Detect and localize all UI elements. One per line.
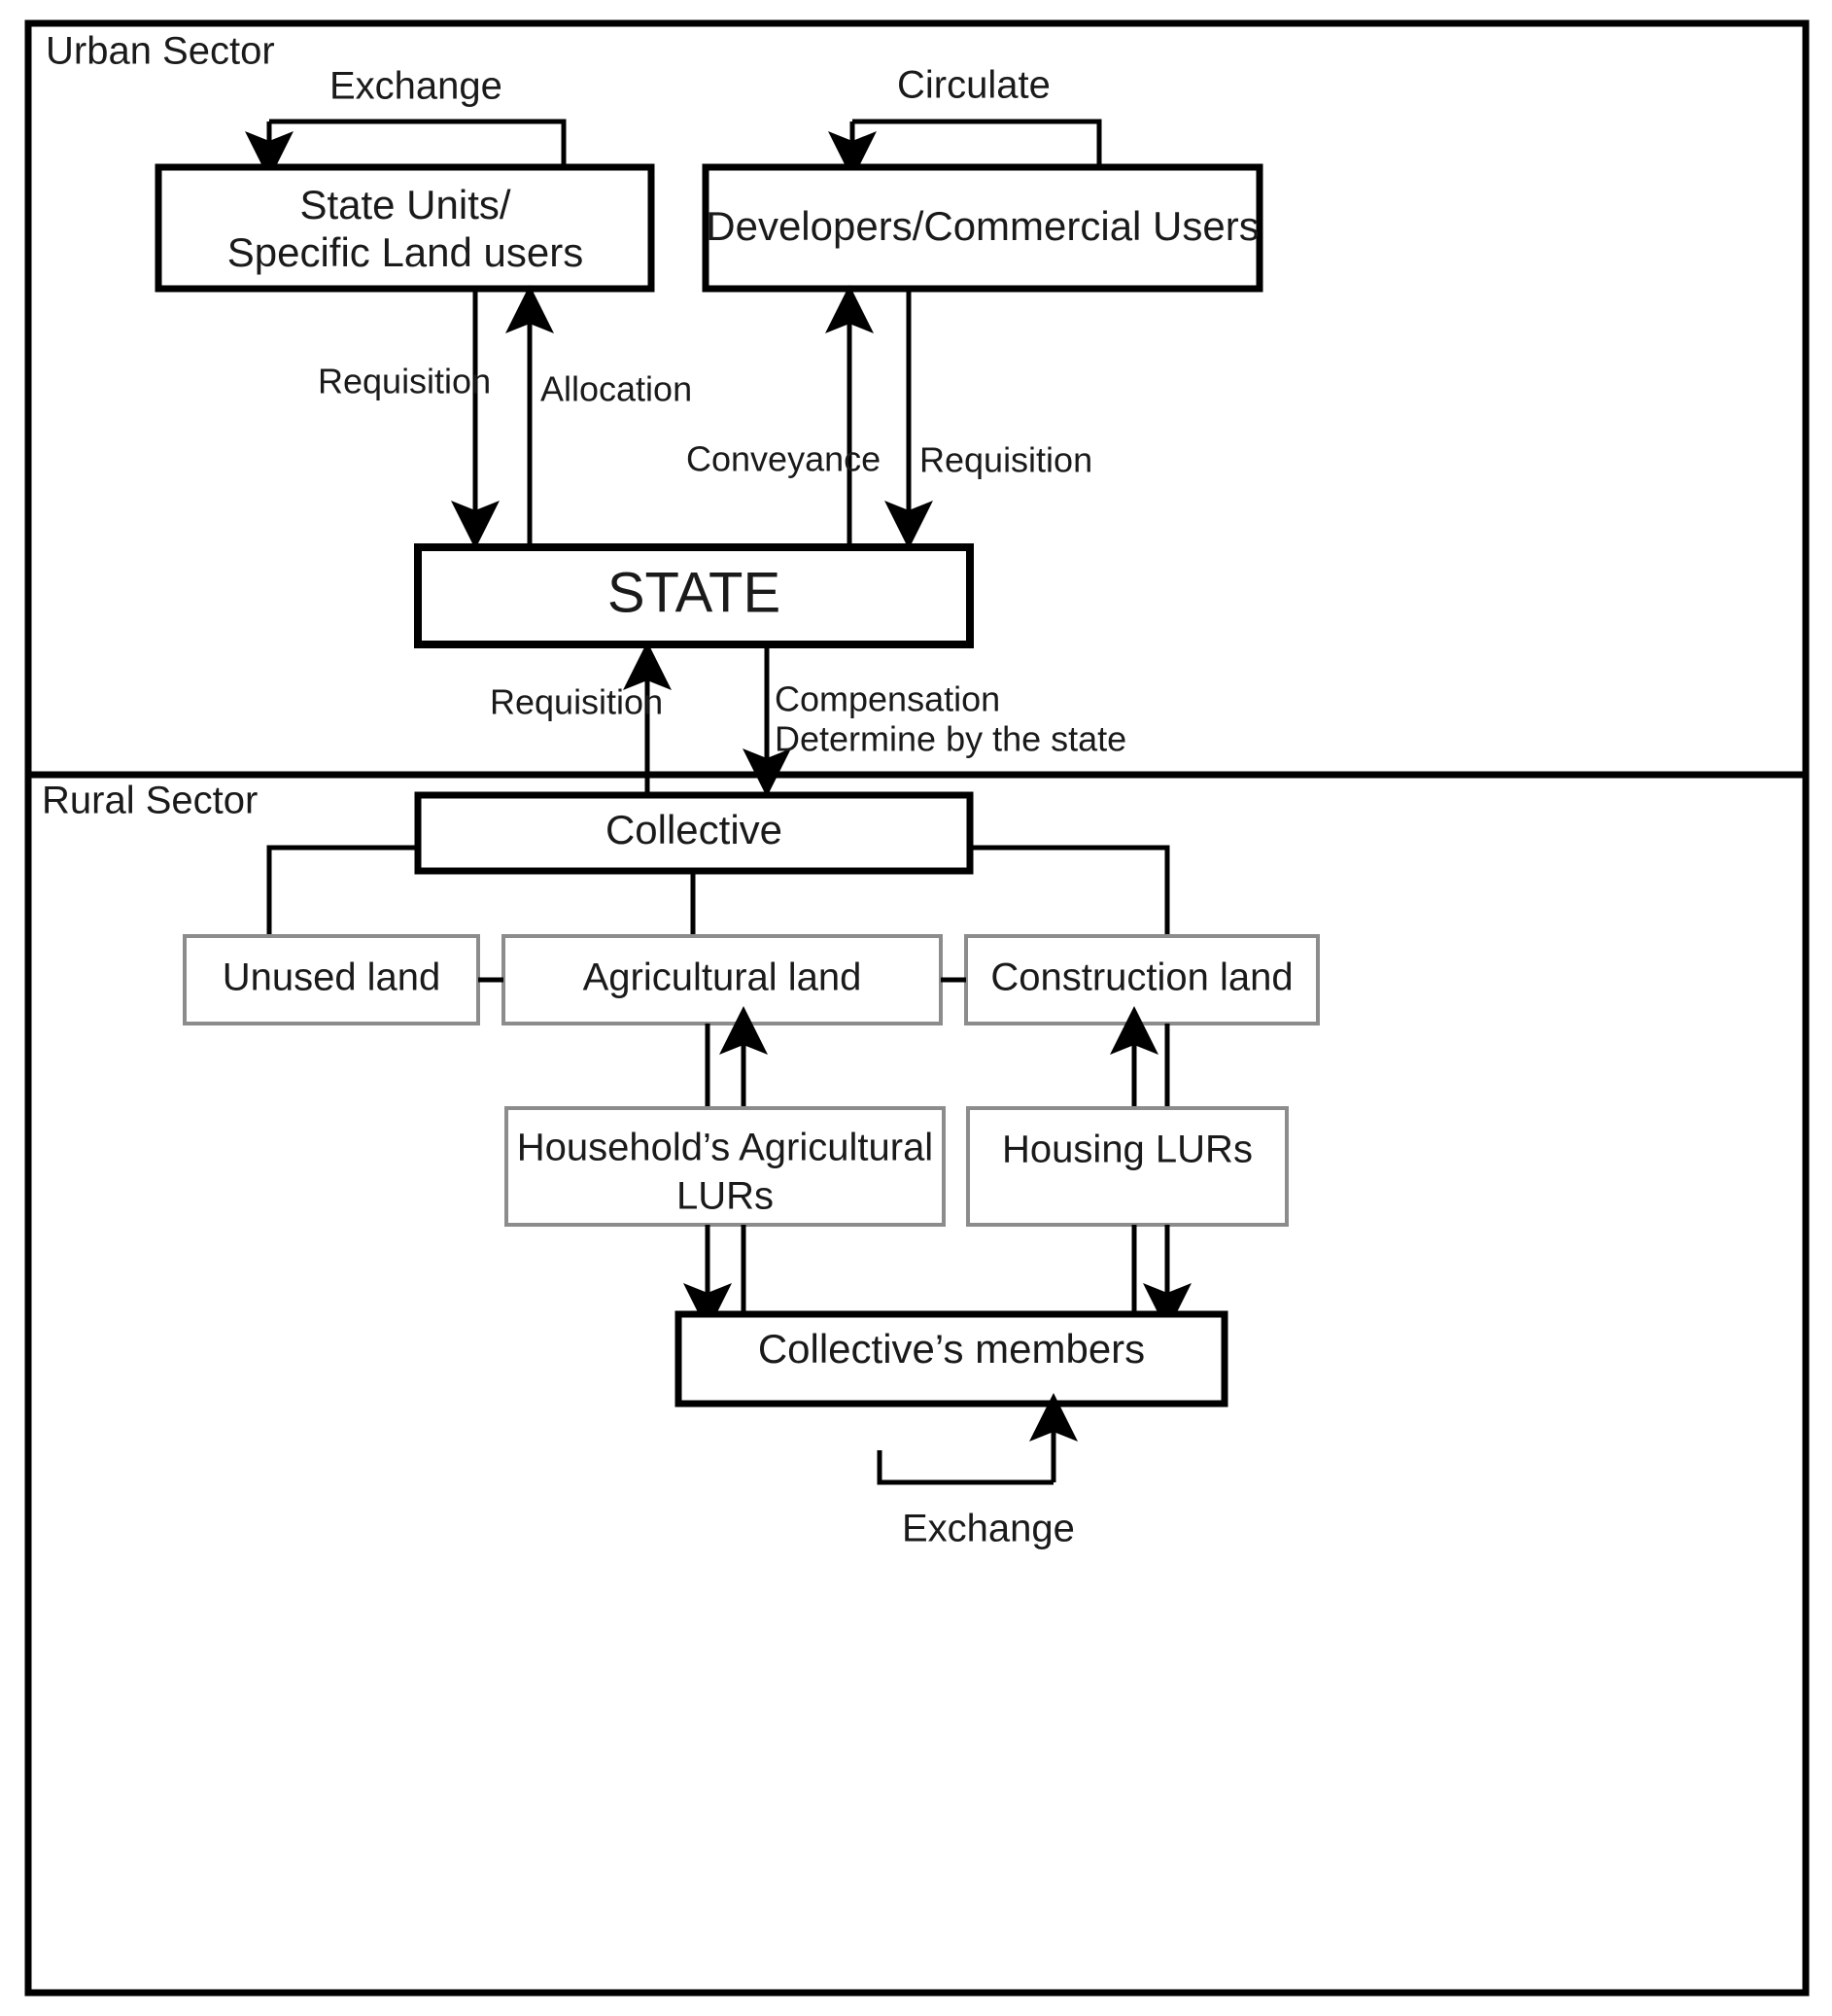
box-state-label: STATE — [607, 561, 780, 624]
edge-label-conveyance: Conveyance — [686, 439, 881, 479]
box-household-lurs-line1: Household’s Agricultural — [517, 1127, 933, 1169]
box-state-units-line1: State Units/ — [299, 182, 510, 227]
circulate-connector — [852, 119, 1102, 170]
exchange-top-connector — [269, 119, 567, 170]
box-household-agricultural-lurs[interactable] — [504, 1106, 946, 1227]
box-agricultural-land-label: Agricultural land — [583, 956, 862, 999]
sector-label-rural: Rural Sector — [42, 780, 258, 822]
box-state-units-line2: Specific Land users — [227, 229, 584, 275]
connector-collective-unused — [266, 845, 418, 936]
edge-label-exchange-top: Exchange — [329, 65, 502, 108]
edge-label-compensation-line2: Determine by the state — [775, 719, 1126, 759]
connector-collective-construction — [970, 845, 1170, 936]
box-construction-land-label: Construction land — [990, 956, 1293, 999]
edge-label-compensation-line1: Compensation — [775, 679, 1000, 719]
sector-label-urban: Urban Sector — [46, 30, 275, 73]
edge-label-allocation: Allocation — [540, 369, 692, 409]
edge-label-requisition-state-units: Requisition — [318, 362, 491, 401]
edge-label-circulate: Circulate — [897, 64, 1051, 107]
edge-label-exchange-bottom: Exchange — [902, 1508, 1075, 1550]
box-unused-land-label: Unused land — [223, 956, 441, 999]
edge-label-requisition-collective: Requisition — [490, 682, 663, 722]
edge-label-requisition-developers: Requisition — [919, 440, 1092, 480]
box-state-units[interactable] — [155, 163, 655, 293]
box-state[interactable] — [414, 543, 974, 648]
exchange-bottom-connector — [877, 1450, 1054, 1485]
box-developers-label: Developers/Commercial Users — [706, 203, 1259, 249]
box-collective-members[interactable] — [674, 1310, 1228, 1408]
box-developers[interactable] — [702, 163, 1263, 293]
box-housing-lurs[interactable] — [966, 1106, 1289, 1227]
box-housing-lurs-label: Housing LURs — [1002, 1129, 1253, 1171]
box-household-lurs-line2: LURs — [676, 1175, 774, 1218]
box-collective-members-label: Collective’s members — [758, 1326, 1145, 1372]
box-unused-land[interactable] — [183, 934, 480, 1025]
box-collective-label: Collective — [605, 807, 782, 852]
